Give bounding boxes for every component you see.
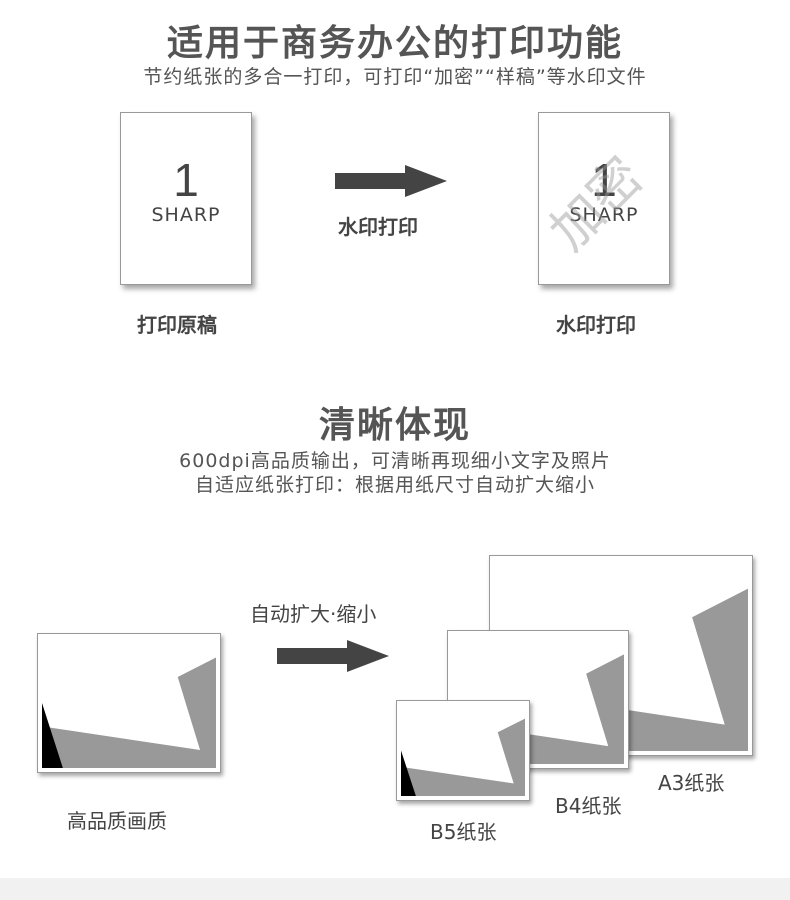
- original-page: 1 SHARP: [120, 112, 252, 285]
- page-brand: SHARP: [569, 204, 639, 226]
- section2-line2: 自适应纸张打印：根据用纸尺寸自动扩大缩小: [194, 474, 595, 496]
- poster-line: UP: [609, 635, 624, 638]
- poster-line: UP: [732, 560, 748, 564]
- a3-label: A3纸张: [658, 771, 725, 795]
- poster-quality: DONOTGIVEUP: [37, 633, 221, 773]
- page-number: 1: [173, 154, 199, 206]
- poster-shapes: [401, 718, 525, 796]
- watermark-arrow-label: 水印打印: [338, 215, 418, 239]
- poster-art: DONOTGIVEUP: [401, 705, 525, 796]
- page-number: 1: [591, 154, 617, 206]
- poster-b5: DONOTGIVEUP: [396, 700, 530, 801]
- b4-label: B4纸张: [555, 794, 622, 818]
- original-label: 打印原稿: [137, 313, 217, 337]
- poster-line: UP: [206, 638, 216, 641]
- section2-title: 清晰体现: [318, 405, 471, 446]
- b5-label: B5纸张: [430, 820, 497, 844]
- arrow-right-icon: [335, 165, 447, 197]
- watermark-label: 水印打印: [556, 313, 636, 337]
- scale-arrow-label: 自动扩大·缩小: [250, 602, 377, 626]
- section1-subtitle: 节约纸张的多合一打印，可打印“加密”“样稿”等水印文件: [143, 66, 647, 88]
- poster-art: DONOTGIVEUP: [42, 638, 216, 768]
- bottom-bar: [0, 878, 790, 900]
- page-brand: SHARP: [151, 204, 221, 226]
- watermarked-page: 1 SHARP 加密: [538, 112, 670, 285]
- poster-line: UP: [514, 705, 525, 707]
- poster-b4: DONOTGIVEUP: [447, 630, 629, 769]
- section2-line1: 600dpi高品质输出，可清晰再现细小文字及照片: [179, 450, 611, 472]
- section1-title: 适用于商务办公的打印功能: [166, 23, 623, 64]
- quality-label: 高品质画质: [67, 809, 167, 833]
- arrow-right-icon: [277, 640, 389, 672]
- poster-shapes: [42, 657, 216, 768]
